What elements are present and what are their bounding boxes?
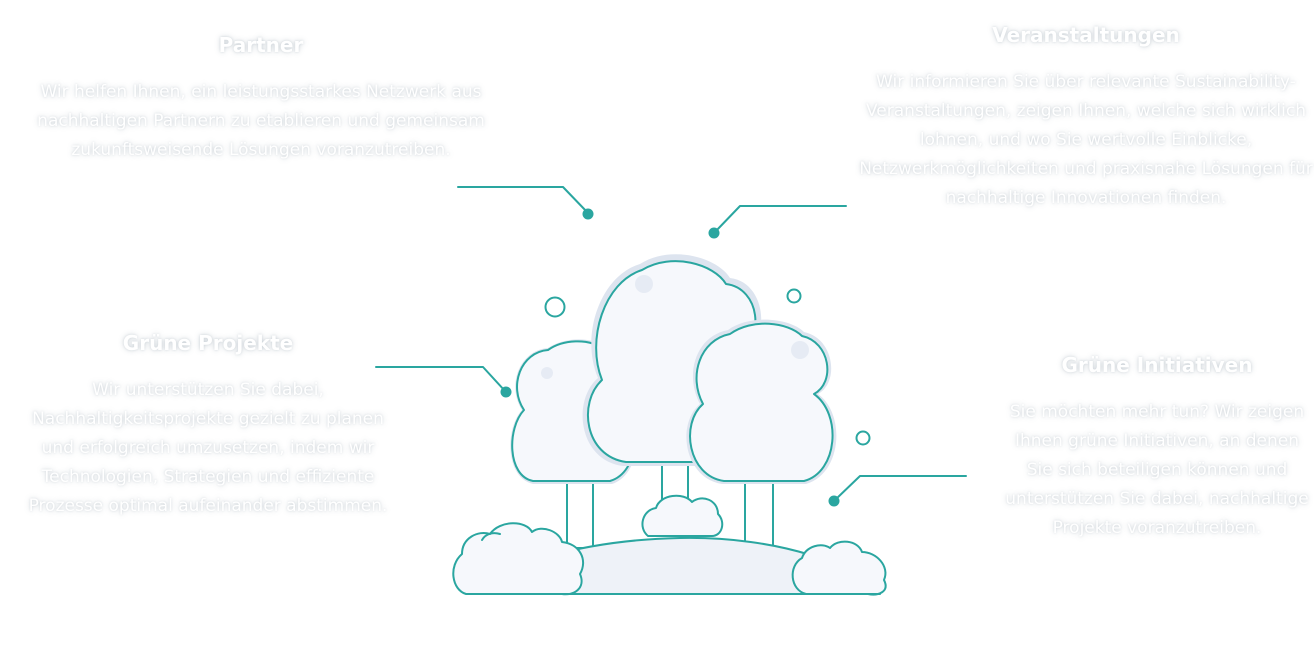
section-events-title: Veranstaltungen [992, 23, 1180, 47]
section-events: Veranstaltungen Wir informieren Sie über… [858, 22, 1314, 213]
section-partner: Partner Wir helfen Ihnen, ein leistungss… [36, 32, 486, 165]
bubble-2 [786, 288, 802, 304]
section-partner-text: Wir helfen Ihnen, ein leistungsstarkes N… [37, 82, 485, 160]
connector-dot-events [708, 227, 720, 239]
connector-green-projects [375, 366, 506, 392]
bubble-3 [855, 430, 871, 446]
tree-crown-right [686, 319, 837, 484]
connector-dot-partner [582, 208, 594, 220]
section-green-initiatives-text: Sie möchten mehr tun? Wir zeigen Ihnen g… [1005, 402, 1309, 538]
connector-dot-green-projects [500, 386, 512, 398]
section-green-projects: Grüne Projekte Wir unterstützen Sie dabe… [18, 330, 398, 521]
bush-left [452, 522, 585, 596]
section-green-initiatives: Grüne Initiativen Sie möchten mehr tun? … [1000, 352, 1314, 543]
section-partner-title: Partner [218, 33, 304, 57]
section-green-initiatives-title: Grüne Initiativen [1061, 353, 1253, 377]
section-green-projects-title: Grüne Projekte [122, 331, 294, 355]
connector-events [714, 205, 847, 233]
connector-dot-green-initiatives [828, 495, 840, 507]
section-events-text: Wir informieren Sie über relevante Susta… [859, 72, 1313, 208]
bush-right [791, 540, 887, 596]
trunk-left [566, 477, 594, 549]
section-green-projects-text: Wir unterstützen Sie dabei, Nachhaltigke… [28, 380, 388, 516]
connector-green-initiatives [834, 475, 967, 501]
bubble-1 [544, 296, 566, 318]
trunk-right [744, 474, 774, 552]
shrub-middle [641, 494, 724, 537]
connector-partner [457, 186, 589, 214]
